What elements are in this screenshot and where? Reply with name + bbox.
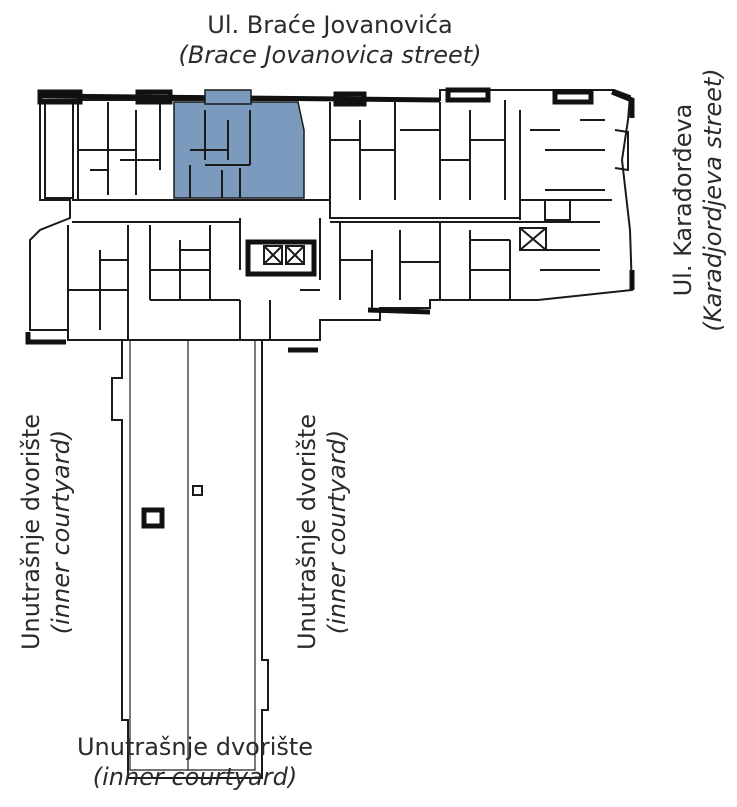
courtyard-label-bottom: Unutrašnje dvorište (inner courtyard) <box>10 732 380 792</box>
courtyard-name-local: Unutrašnje dvorište <box>293 413 321 651</box>
street-name-english: (Brace Jovanovica street) <box>178 41 482 69</box>
courtyard-label-left: Unutrašnje dvorište (inner courtyard) <box>16 382 76 682</box>
highlighted-apartment <box>173 89 305 199</box>
courtyard-label-middle: Unutrašnje dvorište (inner courtyard) <box>292 382 352 682</box>
street-label-karadjordjeva: Ul. Karađorđeva (Karadjordjeva street) <box>668 50 728 350</box>
north-units <box>37 87 605 221</box>
courtyard-name-local: Unutrašnje dvorište <box>76 733 314 761</box>
street-name-local: Ul. Braće Jovanovića <box>207 11 453 39</box>
street-label-brace-jovanovica: Ul. Braće Jovanovića (Brace Jovanovica s… <box>130 10 530 70</box>
courtyard-name-english: (inner courtyard) <box>47 429 75 635</box>
courtyard-name-english: (inner courtyard) <box>92 763 298 791</box>
south-units <box>67 221 600 340</box>
courtyard-name-english: (inner courtyard) <box>323 429 351 635</box>
street-name-local: Ul. Karađorđeva <box>669 103 697 297</box>
building-outline <box>25 89 635 353</box>
stair-core <box>245 239 317 277</box>
street-name-english: (Karadjordjeva street) <box>699 68 727 332</box>
courtyard-name-local: Unutrašnje dvorište <box>17 413 45 651</box>
corridor <box>72 199 612 280</box>
courtyard-wing <box>111 340 269 779</box>
